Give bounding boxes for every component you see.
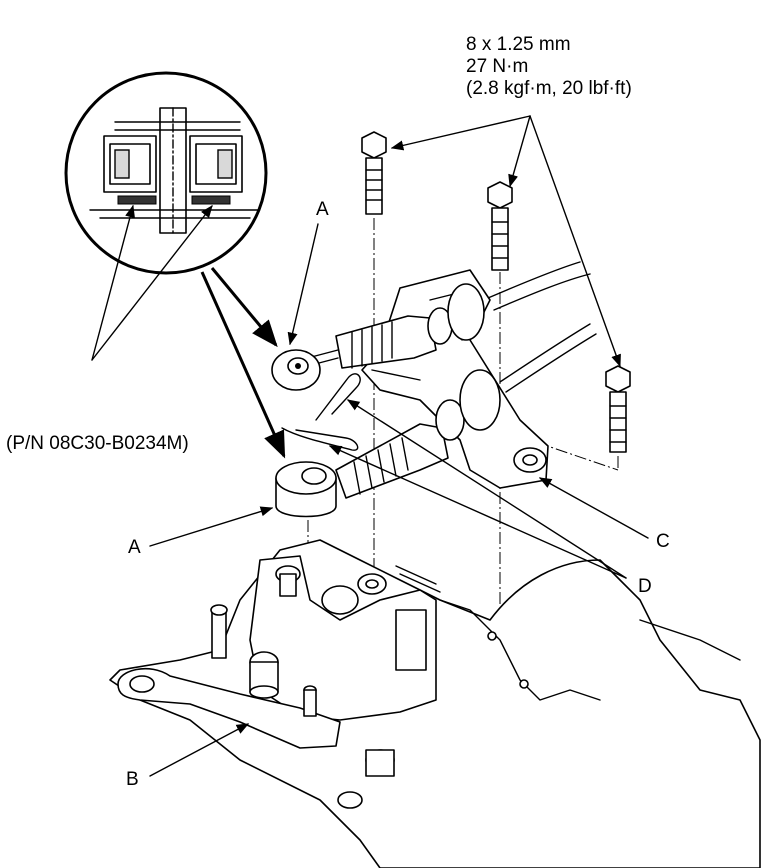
label-c: C bbox=[656, 531, 670, 552]
shift-mechanism bbox=[210, 555, 441, 721]
bolt-left bbox=[361, 131, 387, 215]
detail-arrow-2 bbox=[200, 271, 286, 459]
select-lever bbox=[117, 651, 395, 809]
label-d: D bbox=[638, 576, 652, 597]
upper-bushing bbox=[271, 349, 321, 391]
bolt-middle bbox=[487, 181, 513, 271]
leader-d-2 bbox=[328, 445, 627, 579]
leader-a-top bbox=[287, 223, 319, 346]
part-number-label: (P/N 08C30-B0234M) bbox=[6, 433, 189, 454]
leader-c bbox=[538, 477, 649, 539]
detail-arrow-1 bbox=[210, 267, 278, 348]
label-b: B bbox=[126, 769, 139, 790]
bolt-right bbox=[605, 365, 631, 453]
label-a-bottom: A bbox=[128, 537, 141, 558]
leader-clip-2 bbox=[91, 205, 213, 361]
shift-cables bbox=[487, 261, 597, 393]
torque-spec-imperial: (2.8 kgf·m, 20 lbf·ft) bbox=[466, 78, 632, 99]
leader-a-bottom bbox=[149, 506, 274, 547]
spec-arrow-right bbox=[529, 115, 621, 368]
lock-clips bbox=[281, 373, 361, 451]
upper-cable-end bbox=[299, 283, 485, 369]
lower-bushing bbox=[275, 461, 337, 518]
spec-arrow-left bbox=[390, 115, 531, 151]
label-a-top: A bbox=[316, 199, 329, 220]
torque-spec: 8 x 1.25 mm 27 N·m (2.8 kgf·m, 20 lbf·ft… bbox=[466, 34, 632, 100]
leader-b bbox=[149, 723, 250, 777]
lower-cable-end bbox=[335, 369, 501, 499]
torque-spec-size: 8 x 1.25 mm bbox=[466, 34, 571, 55]
torque-spec-nm: 27 N·m bbox=[466, 56, 529, 77]
spec-arrow-middle bbox=[508, 115, 531, 188]
leader-clip-1 bbox=[91, 204, 135, 361]
detail-circle bbox=[64, 71, 268, 275]
leader-d-1 bbox=[346, 399, 627, 579]
